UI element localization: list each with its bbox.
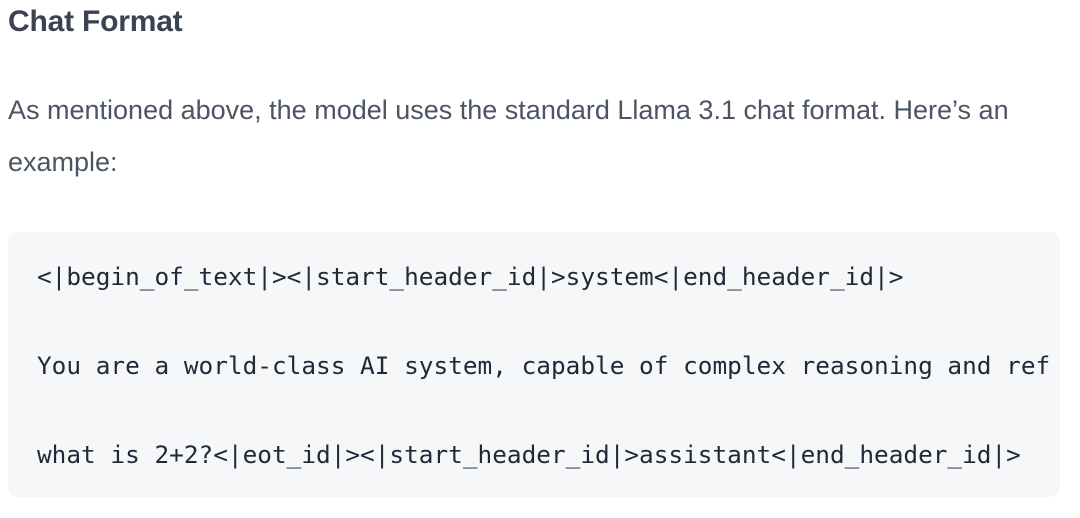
code-line: what is 2+2?<|eot_id|><|start_header_id|… [37, 440, 1021, 469]
code-line: <|begin_of_text|><|start_header_id|>syst… [37, 262, 904, 291]
section-heading: Chat Format [8, 5, 183, 38]
code-block[interactable]: <|begin_of_text|><|start_header_id|>syst… [8, 232, 1060, 497]
intro-paragraph: As mentioned above, the model uses the s… [8, 95, 1009, 177]
code-line: You are a world-class AI system, capable… [37, 351, 1051, 380]
